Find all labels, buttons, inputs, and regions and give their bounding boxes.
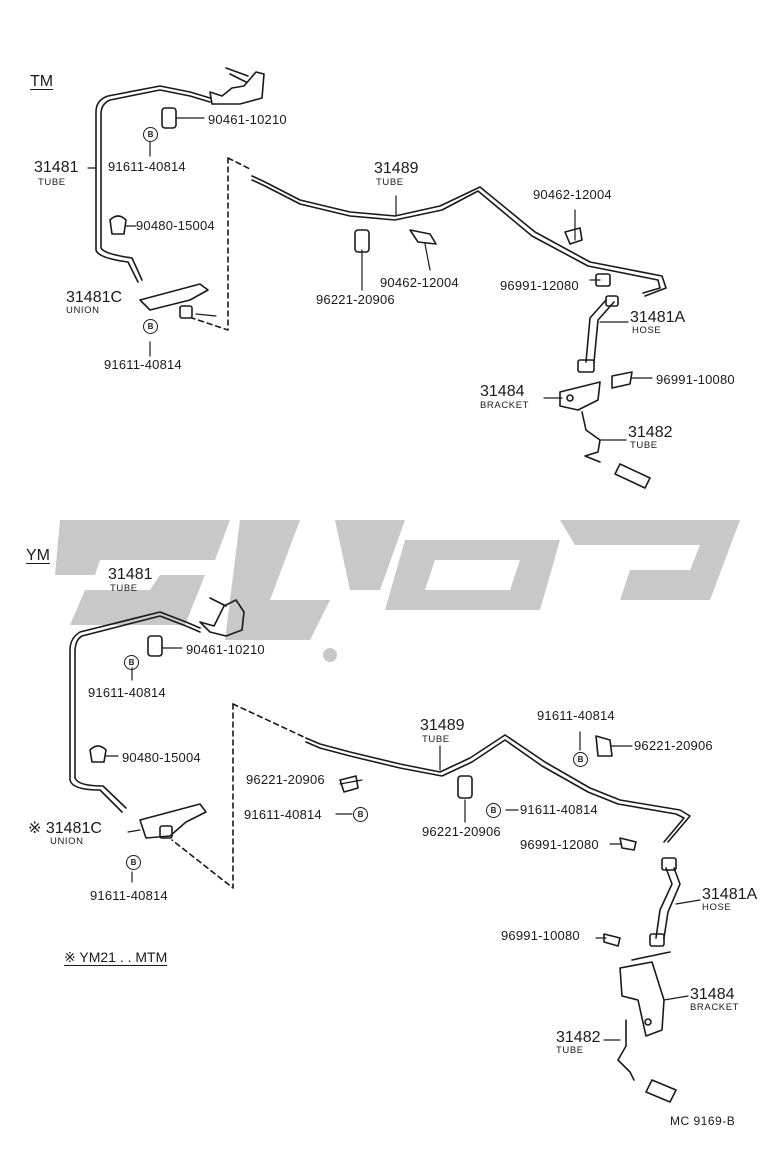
part-number-90461-10210: 90461-10210 [186,642,265,657]
part-desc-tube: TUBE [376,177,404,188]
part-number-90480-15004: 90480-15004 [122,750,201,765]
tm-clips [109,107,633,389]
tm-dashed-link [191,157,253,331]
figure-reference: MC 9169-B [670,1114,736,1128]
ym-tube-31482 [617,1019,677,1103]
bolt-b-marker: B [126,855,141,870]
part-number-91611-40814: 91611-40814 [90,888,168,903]
part-number-90480-15004: 90480-15004 [136,218,215,233]
part-desc-union: UNION [50,836,84,847]
tm-master-cylinder [209,67,265,105]
part-number-90462-12004: 90462-12004 [533,187,612,202]
bolt-b-marker: B [143,319,158,334]
part-desc-hose: HOSE [702,902,732,913]
part-desc-tube: TUBE [422,734,450,745]
part-number-90462-12004: 90462-12004 [380,275,459,290]
part-number-31489: 31489 [420,717,465,734]
tm-hose-31481a [577,295,619,373]
part-number-31481c: 31481C [66,289,123,306]
bolt-b-marker: B [124,655,139,670]
section-title-ym: YM [26,547,50,564]
bolt-b-marker: B [486,803,501,818]
bolt-b-marker: B [573,752,588,767]
part-number-31484: 31484 [690,986,735,1003]
part-number-31481c: ※ 31481C [28,821,102,837]
part-number-96221-20906: 96221-20906 [422,824,501,839]
part-number-31481: 31481 [108,566,153,583]
part-number-96991-10080: 96991-10080 [501,928,580,943]
part-number-text: 31481C [45,820,102,837]
part-desc-tube: TUBE [110,583,138,594]
part-number-91611-40814: 91611-40814 [88,685,166,700]
part-desc-bracket: BRACKET [690,1002,740,1013]
ym-tube-31489 [305,734,691,843]
tm-tube-31482 [581,411,651,489]
part-number-31482: 31482 [628,424,673,441]
part-number-96221-20906: 96221-20906 [246,772,325,787]
model-note: ※ YM21 . . MTM [64,949,168,965]
ym-dashed-link [171,703,307,889]
part-number-96221-20906: 96221-20906 [634,738,713,753]
part-number-96991-12080: 96991-12080 [500,278,579,293]
ym-bracket-31484 [619,951,671,1037]
section-title-tm: TM [30,73,54,90]
bolt-b-marker: B [353,807,368,822]
tm-leaders [87,117,653,441]
tm-tube-31489 [251,175,667,297]
part-number-96221-20906: 96221-20906 [316,292,395,307]
ym-tube-31481 [69,611,201,813]
part-desc-tube: TUBE [38,177,66,188]
watermark-logo [55,520,740,662]
part-number-91611-40814: 91611-40814 [104,357,182,372]
part-number-96991-10080: 96991-10080 [656,372,735,387]
part-number-91611-40814: 91611-40814 [537,708,615,723]
tm-bracket-31484 [559,381,601,411]
tm-union-31481c [139,283,209,319]
ym-union-31481c [139,803,207,839]
part-number-91611-40814: 91611-40814 [520,802,598,817]
part-number-31489: 31489 [374,160,419,177]
part-desc-union: UNION [66,305,100,316]
part-number-31482: 31482 [556,1029,601,1046]
part-desc-tube: TUBE [630,440,658,451]
part-number-31481a: 31481A [702,886,758,903]
part-number-91611-40814: 91611-40814 [108,159,186,174]
ym-leaders [105,647,701,1041]
tm-tube-31481 [95,85,211,283]
ym-clips [89,635,637,947]
ym-master-cylinder [199,597,245,637]
part-number-90461-10210: 90461-10210 [208,112,287,127]
part-number-31481: 31481 [34,159,79,176]
part-number-31484: 31484 [480,383,525,400]
footnote-mark: ※ [28,820,42,837]
part-number-31481a: 31481A [630,309,686,326]
bolt-b-marker: B [143,127,158,142]
part-desc-bracket: BRACKET [480,400,530,411]
part-number-91611-40814: 91611-40814 [244,807,322,822]
part-desc-tube: TUBE [556,1045,584,1056]
part-number-96991-12080: 96991-12080 [520,837,599,852]
part-desc-hose: HOSE [632,325,662,336]
ym-hose-31481a [649,857,681,947]
